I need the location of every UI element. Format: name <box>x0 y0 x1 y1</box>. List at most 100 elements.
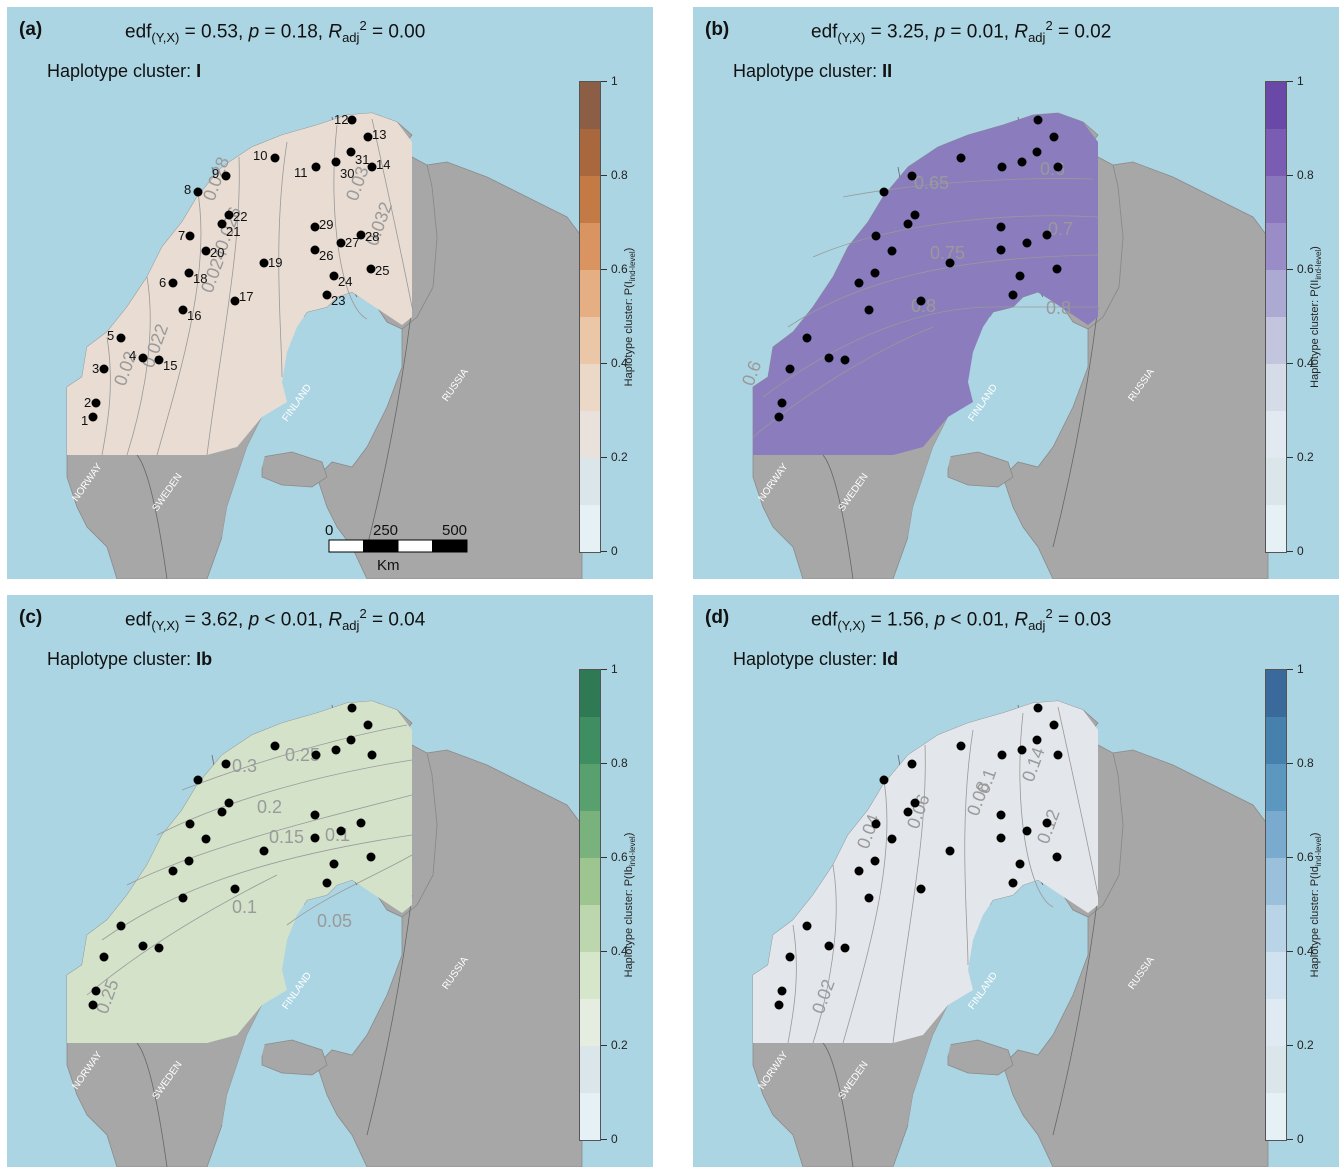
stat-part: adj <box>1028 30 1046 46</box>
sampling-site <box>777 398 787 408</box>
legend-axis-close: ) <box>1308 246 1321 250</box>
legend-tick-label: 1 <box>611 74 618 88</box>
legend-tick-label: 0 <box>611 1132 618 1146</box>
stat-part: 0.01 <box>966 609 1004 631</box>
sampling-site <box>193 187 203 197</box>
contour-label: 0.15 <box>269 827 304 847</box>
legend-tick-label: 0.2 <box>611 450 628 464</box>
contour-line <box>101 834 413 941</box>
site-number: 19 <box>268 255 282 270</box>
legend-band <box>1266 364 1286 411</box>
legend-colorbar <box>579 81 601 553</box>
legend-tick-mark <box>601 1045 607 1046</box>
legend-band <box>1266 999 1286 1046</box>
legend-band <box>1266 82 1286 129</box>
legend-axis-close: ) <box>622 247 635 252</box>
probability-surface <box>67 701 412 1043</box>
cluster-title: Haplotype cluster: Id <box>733 649 898 670</box>
stat-part: 0.01 <box>280 609 318 631</box>
sampling-site <box>802 921 812 931</box>
sampling-site <box>178 305 188 315</box>
landmass-estonia <box>947 1039 1014 1076</box>
legend-tick-label: 0.8 <box>611 168 628 182</box>
cluster-name: I <box>196 61 202 81</box>
site-number: 16 <box>187 308 201 323</box>
site-number: 29 <box>319 217 333 232</box>
stat-part: edf <box>811 609 838 631</box>
stat-part: (Y,X) <box>151 618 180 634</box>
sampling-site <box>363 132 373 142</box>
legend-axis-subscript: ind-level <box>628 836 638 867</box>
legend-tick-label: 0.8 <box>611 756 628 770</box>
legend-tick-mark <box>601 457 607 458</box>
sampling-site <box>871 231 881 241</box>
stat-part: (Y,X) <box>151 30 180 46</box>
sampling-site <box>310 245 320 255</box>
sampling-site <box>310 833 320 843</box>
legend-tick-mark <box>601 1139 607 1140</box>
site-number: 22 <box>233 209 247 224</box>
legend-tick-mark <box>1287 763 1293 764</box>
sampling-site <box>870 268 880 278</box>
legend-band <box>580 952 600 999</box>
sampling-site <box>956 153 966 163</box>
contour-line <box>371 118 413 308</box>
contour-label: 0.2 <box>257 797 282 817</box>
legend-band <box>580 1046 600 1093</box>
legend-band <box>1266 764 1286 811</box>
stat-part: = <box>366 21 389 43</box>
sampling-site <box>945 258 955 268</box>
stat-part: , <box>924 21 935 43</box>
sampling-site <box>996 245 1006 255</box>
sampling-site <box>217 219 227 229</box>
sampling-site <box>1032 147 1042 157</box>
site-number: 12 <box>334 112 348 127</box>
legend-tick-label: 1 <box>611 662 618 676</box>
legend-tick-label: 0 <box>1297 544 1304 558</box>
sampling-site <box>1053 162 1063 172</box>
legend-tick-mark <box>1287 951 1293 952</box>
sampling-site <box>1042 818 1052 828</box>
stat-part: adj <box>342 30 360 46</box>
contour-line <box>206 156 240 456</box>
legend-axis-text: Haplotype cluster: P(I <box>622 281 635 387</box>
sampling-site <box>840 355 850 365</box>
legend-band <box>1266 270 1286 317</box>
legend-band <box>580 364 600 411</box>
sampling-site <box>346 735 356 745</box>
sampling-site <box>116 333 126 343</box>
site-number: 28 <box>365 229 379 244</box>
model-statistics: edf(Y,X) = 0.53, p = 0.18, Radj2 = 0.00 <box>125 18 425 45</box>
sampling-site <box>864 893 874 903</box>
sampling-site <box>824 941 834 951</box>
contour-label: 0.65 <box>914 173 949 193</box>
sampling-site <box>91 398 101 408</box>
legend-band <box>580 1093 600 1140</box>
legend-tick-mark <box>1287 457 1293 458</box>
landmass-estonia <box>947 451 1014 488</box>
legend-band <box>580 458 600 505</box>
legend-axis-close: ) <box>622 832 635 837</box>
site-number: 27 <box>345 235 359 250</box>
stat-part: < <box>259 609 281 631</box>
map-panel-d: 0.140.10.080.060.040.120.02NORWAYSWEDENF… <box>693 595 1339 1167</box>
legend-tick-label: 1 <box>1297 74 1304 88</box>
legend-tick-label: 0.2 <box>611 1038 628 1052</box>
legend-band <box>580 176 600 223</box>
sampling-site <box>997 750 1007 760</box>
stat-part: p <box>248 609 260 631</box>
legend-tick-mark <box>601 81 607 82</box>
stat-part: R <box>328 21 343 43</box>
legend-axis-subscript: ind-level <box>1314 836 1324 867</box>
scale-bar-segment <box>397 539 433 553</box>
stat-part: < <box>945 609 967 631</box>
legend-band <box>1266 317 1286 364</box>
contour-line <box>126 794 413 886</box>
legend-band <box>1266 505 1286 552</box>
sampling-site <box>996 833 1006 843</box>
scale-bar-unit: Km <box>377 557 400 574</box>
sampling-site <box>774 1000 784 1010</box>
sampling-site <box>916 884 926 894</box>
